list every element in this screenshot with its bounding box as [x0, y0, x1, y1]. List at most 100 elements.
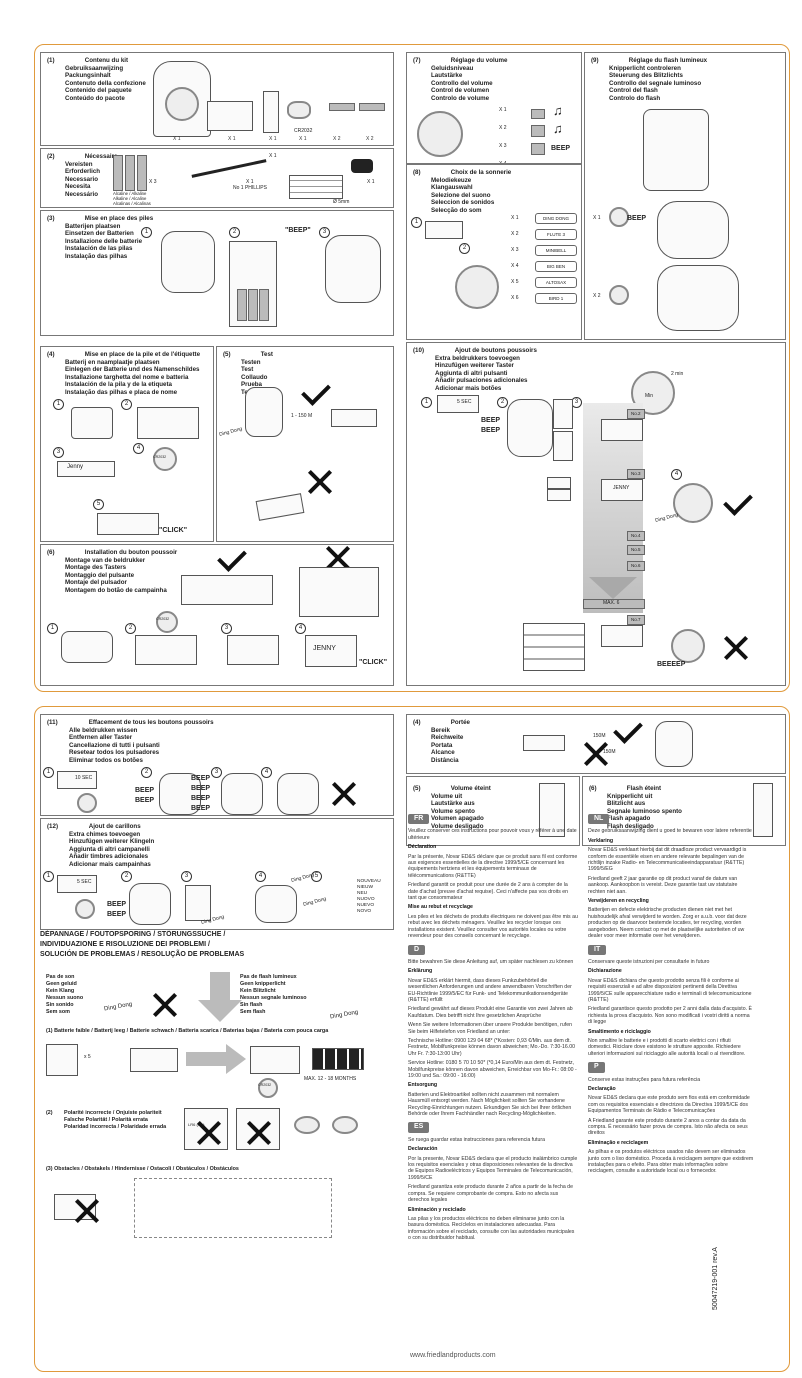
push-button-image [207, 101, 253, 131]
header-s4: (4) Mise en place de la pile et de l'éti… [47, 351, 201, 396]
panel-kit-contents: (1) Contenu du kit Gebruiksaanwijzing Pa… [40, 52, 394, 146]
button-open-image [61, 631, 113, 663]
step-1: 1 [411, 217, 422, 228]
panel-add-chimes: (12) Ajout de carillons Extra chimes toe… [40, 818, 394, 930]
coin-cell-label: CR2032 [258, 1083, 272, 1087]
sound-x-4: X 4 [511, 263, 519, 269]
sound-name-6: BIRD 1 [535, 293, 577, 304]
qty-3: X 1 [269, 136, 277, 142]
step-2: 2 [459, 243, 470, 254]
it-p1: Novar ED&S dichiara che questo prodotto … [588, 977, 752, 1003]
timer-min-label: Min [645, 393, 654, 399]
no-sound-3: Kein Klang [46, 988, 75, 994]
jenny-label: JENNY [613, 485, 630, 491]
panel-sound-select: (8) Choix de la sonnerie Melodiekeuze Kl… [406, 164, 582, 340]
aa-battery-icon [125, 155, 135, 191]
neu-label: NEU [357, 891, 368, 896]
step-3: 3 [221, 623, 232, 634]
volume-knob-image [417, 111, 463, 157]
panel-range: (4) Portée Bereik Reichweite Portata Alc… [406, 714, 786, 774]
beep-label: BEEP [627, 215, 647, 222]
vol-row-1: X 1 [499, 107, 507, 113]
d-p6: Batterien und Elektroartikel sollten nic… [408, 1091, 572, 1118]
nieuw-label: NIEUW [357, 885, 373, 890]
button-test-image [331, 409, 377, 427]
sound-x-2: X 2 [511, 231, 519, 237]
max-bar [583, 599, 645, 609]
chime-test-image [245, 387, 283, 437]
flag-d: D [408, 944, 426, 955]
music-note-icon: ♫ [553, 121, 563, 136]
header-r6: (6) Flash éteint Knipperlicht uit Blitzl… [589, 785, 682, 830]
step-5: 5 [93, 499, 104, 510]
cleared-x-icon [331, 781, 357, 807]
fr-p3: Les piles et les déchets de produits éle… [408, 913, 578, 940]
header-s6: (6) Installation du bouton poussoir Mont… [47, 549, 178, 594]
step-3: 3 [53, 447, 64, 458]
p-intro: Conserve estas instruções para futura re… [588, 1076, 701, 1083]
t1-heading: (1) Batterie faible / Batterij leeg / Ba… [46, 1028, 329, 1034]
website-url[interactable]: www.friedlandproducts.com [410, 1352, 496, 1359]
nl-p2: Friedland geeft 2 jaar garantie op dit p… [588, 875, 738, 895]
d-p4: Technische Hotline: 0900 129 04 68* (*Ko… [408, 1037, 575, 1057]
sound-name-5: ALTOSAX [535, 277, 577, 288]
no-7-badge: No.7 [627, 615, 645, 625]
button-open-image [71, 407, 113, 439]
ding-dong-label: Ding Dong [103, 1001, 133, 1013]
x1-label-a: X 1 [269, 153, 277, 159]
button-low-image [46, 1044, 78, 1076]
ding-dong-label: Ding Dong [654, 512, 680, 524]
wall-mount-image [181, 575, 273, 605]
range-1: 150M [593, 733, 606, 739]
panel-test: (5) Test Testen Test Collaudo Prueba Tes… [216, 346, 394, 542]
button-press-image [185, 885, 211, 921]
x1-label-c: X 1 [367, 179, 375, 185]
coin-cell-icon [153, 447, 177, 471]
es-h1: Declaración [408, 1146, 438, 1153]
button-back-image [137, 407, 199, 439]
no-3-badge: No.3 [627, 469, 645, 479]
step-5: 5 [311, 871, 322, 882]
button-image [523, 735, 565, 751]
fr-intro: Veuillez conserver ces instructions pour… [408, 828, 577, 841]
aa-battery-icon [248, 289, 258, 321]
revision-code: 50047219-001 rev.A [712, 1247, 719, 1310]
step-4: 4 [261, 767, 272, 778]
right-arrow-icon [186, 1052, 226, 1066]
button-slot-1 [547, 477, 571, 489]
flag-fr: FR [408, 814, 430, 825]
no-6-badge: No.6 [627, 561, 645, 571]
coin-cell-label: CR2032 [153, 455, 167, 459]
sound-name-2: FLUTE 3 [535, 229, 577, 240]
qty-1: X 1 [173, 136, 181, 142]
panel-flash-off: (6) Flash éteint Knipperlicht uit Blitzl… [582, 776, 786, 846]
beeeep-label: BEEEEP [657, 661, 686, 668]
panel-volume: (7) Réglage du volume Geluidsniveau Laut… [406, 52, 582, 164]
aa-battery-icon [237, 289, 247, 321]
flash-x1-label: X 1 [593, 215, 601, 221]
x1-label-b: X 1 [246, 179, 254, 185]
sheet-page-2 [34, 706, 790, 1372]
nuevo-label: NUEVO [357, 903, 375, 908]
right-arrow-head [226, 1044, 246, 1074]
beep-label: "BEEP" [285, 227, 311, 234]
sound-name-1: DING DONG [535, 213, 577, 224]
down-arrow-stem [210, 972, 230, 1000]
vol-row-3: X 3 [499, 143, 507, 149]
fr-p1: Par la présente, Novar ED&S déclare que … [408, 853, 578, 879]
coin-cell-icon [156, 611, 178, 633]
text-col-right: NL Deze gebruiksaanwijzing dient u goed … [588, 812, 754, 1178]
timer-minutes: 2 min [671, 371, 684, 377]
p-h2: Eliminação e reciclagem [588, 1139, 649, 1146]
header-s12: (12) Ajout de carillons Extra chimes toe… [47, 823, 155, 868]
p-p3: As pilhas e os produtos eléctricos usado… [588, 1149, 754, 1175]
screwdriver-icon [191, 159, 267, 178]
t3-heading: (3) Obstacles / Obstakels / Hindernisse … [46, 1166, 239, 1172]
no-sound-5: Sin sonido [46, 1002, 74, 1008]
nouveau-label: NOUVEAU [357, 879, 381, 884]
step-1: 1 [43, 871, 54, 882]
fail-x-icon [723, 635, 749, 661]
beep-1: BEEP [107, 901, 127, 908]
phillips-label: No 1 PHILLIPS [233, 185, 267, 191]
step-1: 1 [421, 397, 432, 408]
